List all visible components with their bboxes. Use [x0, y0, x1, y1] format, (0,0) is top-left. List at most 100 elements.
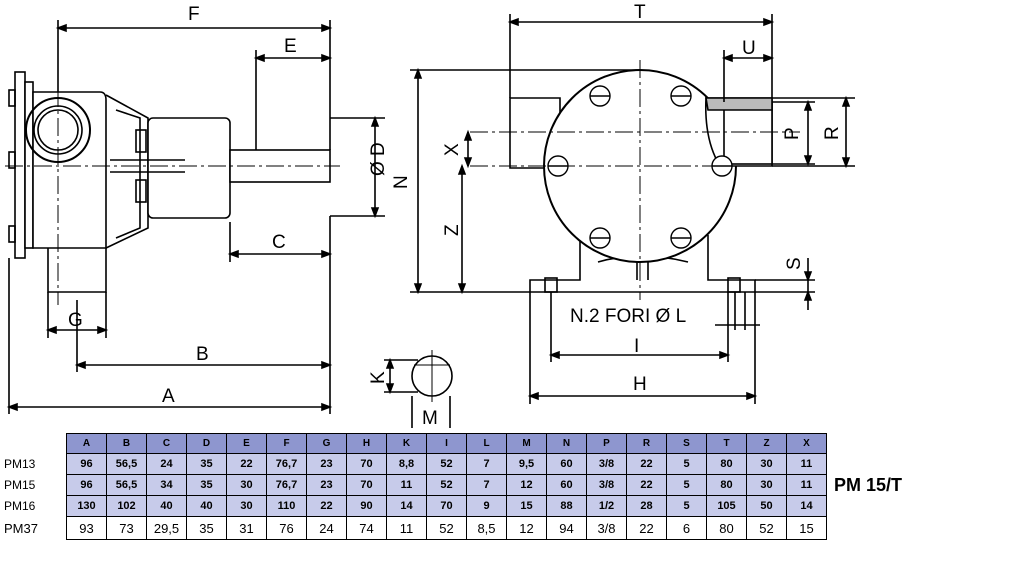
- front-view: [410, 14, 855, 404]
- column-header: X: [786, 433, 827, 454]
- table-cell: 76: [266, 516, 307, 540]
- table-cell: 70: [346, 453, 387, 475]
- column-header: G: [306, 433, 347, 454]
- table-cell: 96: [66, 474, 107, 496]
- row-model-name: PM16: [0, 495, 67, 517]
- table-cell: 90: [346, 495, 387, 517]
- column-header: S: [666, 433, 707, 454]
- table-cell: 11: [786, 474, 827, 496]
- table-cell: 24: [306, 516, 347, 540]
- dim-R: R: [822, 126, 843, 140]
- table-cell: 9,5: [506, 453, 547, 475]
- table-cell: 11: [386, 516, 427, 540]
- dim-Z: Z: [442, 224, 463, 236]
- table-cell: 22: [626, 516, 667, 540]
- table-cell: 52: [426, 474, 467, 496]
- table-cell: 22: [626, 453, 667, 475]
- table-cell: 23: [306, 474, 347, 496]
- dim-N: N: [391, 175, 412, 189]
- column-header: E: [226, 433, 267, 454]
- table-cell: 5: [666, 474, 707, 496]
- table-cell: 7: [466, 474, 507, 496]
- table-cell: 5: [666, 453, 707, 475]
- table-cell: 3/8: [586, 453, 627, 475]
- table-cell: 22: [626, 474, 667, 496]
- column-header: D: [186, 433, 227, 454]
- table-cell: 102: [106, 495, 147, 517]
- table-cell: 24: [146, 453, 187, 475]
- column-header: P: [586, 433, 627, 454]
- model-label: PM 15/T: [834, 475, 903, 495]
- column-header: R: [626, 433, 667, 454]
- table-cell: 5: [666, 495, 707, 517]
- table-cell: 12: [506, 516, 547, 540]
- table-cell: 60: [546, 474, 587, 496]
- dim-S: S: [784, 257, 805, 270]
- table-cell: 74: [346, 516, 387, 540]
- table-cell: 105: [706, 495, 747, 517]
- table-cell: 14: [786, 495, 827, 517]
- column-header: B: [106, 433, 147, 454]
- table-cell: 31: [226, 516, 267, 540]
- table-cell: 50: [746, 495, 787, 517]
- table-cell: 60: [546, 453, 587, 475]
- dim-U: U: [742, 38, 756, 59]
- table-cell: 12: [506, 474, 547, 496]
- table-cell: 76,7: [266, 474, 307, 496]
- row-model-name: PM13: [0, 453, 67, 475]
- table-cell: 35: [186, 474, 227, 496]
- table-cell: 35: [186, 516, 227, 540]
- table-cell: 110: [266, 495, 307, 517]
- dim-I: I: [634, 336, 639, 357]
- dim-D: Ø D: [368, 142, 389, 176]
- row-model-name: PM15: [0, 474, 67, 496]
- column-header: I: [426, 433, 467, 454]
- cover-bolts: [547, 85, 733, 249]
- table-cell: 56,5: [106, 453, 147, 475]
- table-cell: 23: [306, 453, 347, 475]
- column-header: C: [146, 433, 187, 454]
- table-cell: 22: [306, 495, 347, 517]
- technical-drawing: F E Ø D C G B A K M T U N X Z P R S I H …: [5, 2, 855, 429]
- table-cell: 22: [226, 453, 267, 475]
- dim-P: P: [782, 127, 803, 140]
- dim-H: H: [633, 374, 647, 395]
- table-cell: 70: [426, 495, 467, 517]
- table-cell: 30: [226, 474, 267, 496]
- column-header: L: [466, 433, 507, 454]
- table-cell: 28: [626, 495, 667, 517]
- dim-X: X: [442, 143, 463, 156]
- table-cell: 56,5: [106, 474, 147, 496]
- table-cell: 96: [66, 453, 107, 475]
- dim-F: F: [188, 4, 200, 25]
- dim-E: E: [284, 36, 297, 57]
- table-cell: 11: [786, 453, 827, 475]
- table-cell: 80: [706, 516, 747, 540]
- table-cell: 93: [66, 516, 107, 540]
- table-cell: 94: [546, 516, 587, 540]
- table-cell: 52: [426, 453, 467, 475]
- table-cell: 40: [186, 495, 227, 517]
- table-cell: 76,7: [266, 453, 307, 475]
- column-header: Z: [746, 433, 787, 454]
- table-cell: 80: [706, 474, 747, 496]
- column-header: T: [706, 433, 747, 454]
- table-cell: 15: [506, 495, 547, 517]
- column-header: N: [546, 433, 587, 454]
- row-model-name: PM37: [0, 516, 67, 540]
- dim-A: A: [162, 386, 175, 407]
- table-cell: 29,5: [146, 516, 187, 540]
- holes-note: N.2 FORI Ø L: [570, 306, 686, 327]
- table-cell: 14: [386, 495, 427, 517]
- table-cell: 3/8: [586, 474, 627, 496]
- dim-M: M: [422, 408, 438, 429]
- table-cell: 130: [66, 495, 107, 517]
- table-cell: 30: [746, 453, 787, 475]
- table-cell: 6: [666, 516, 707, 540]
- table-cell: 3/8: [586, 516, 627, 540]
- table-cell: 7: [466, 453, 507, 475]
- table-cell: 30: [226, 495, 267, 517]
